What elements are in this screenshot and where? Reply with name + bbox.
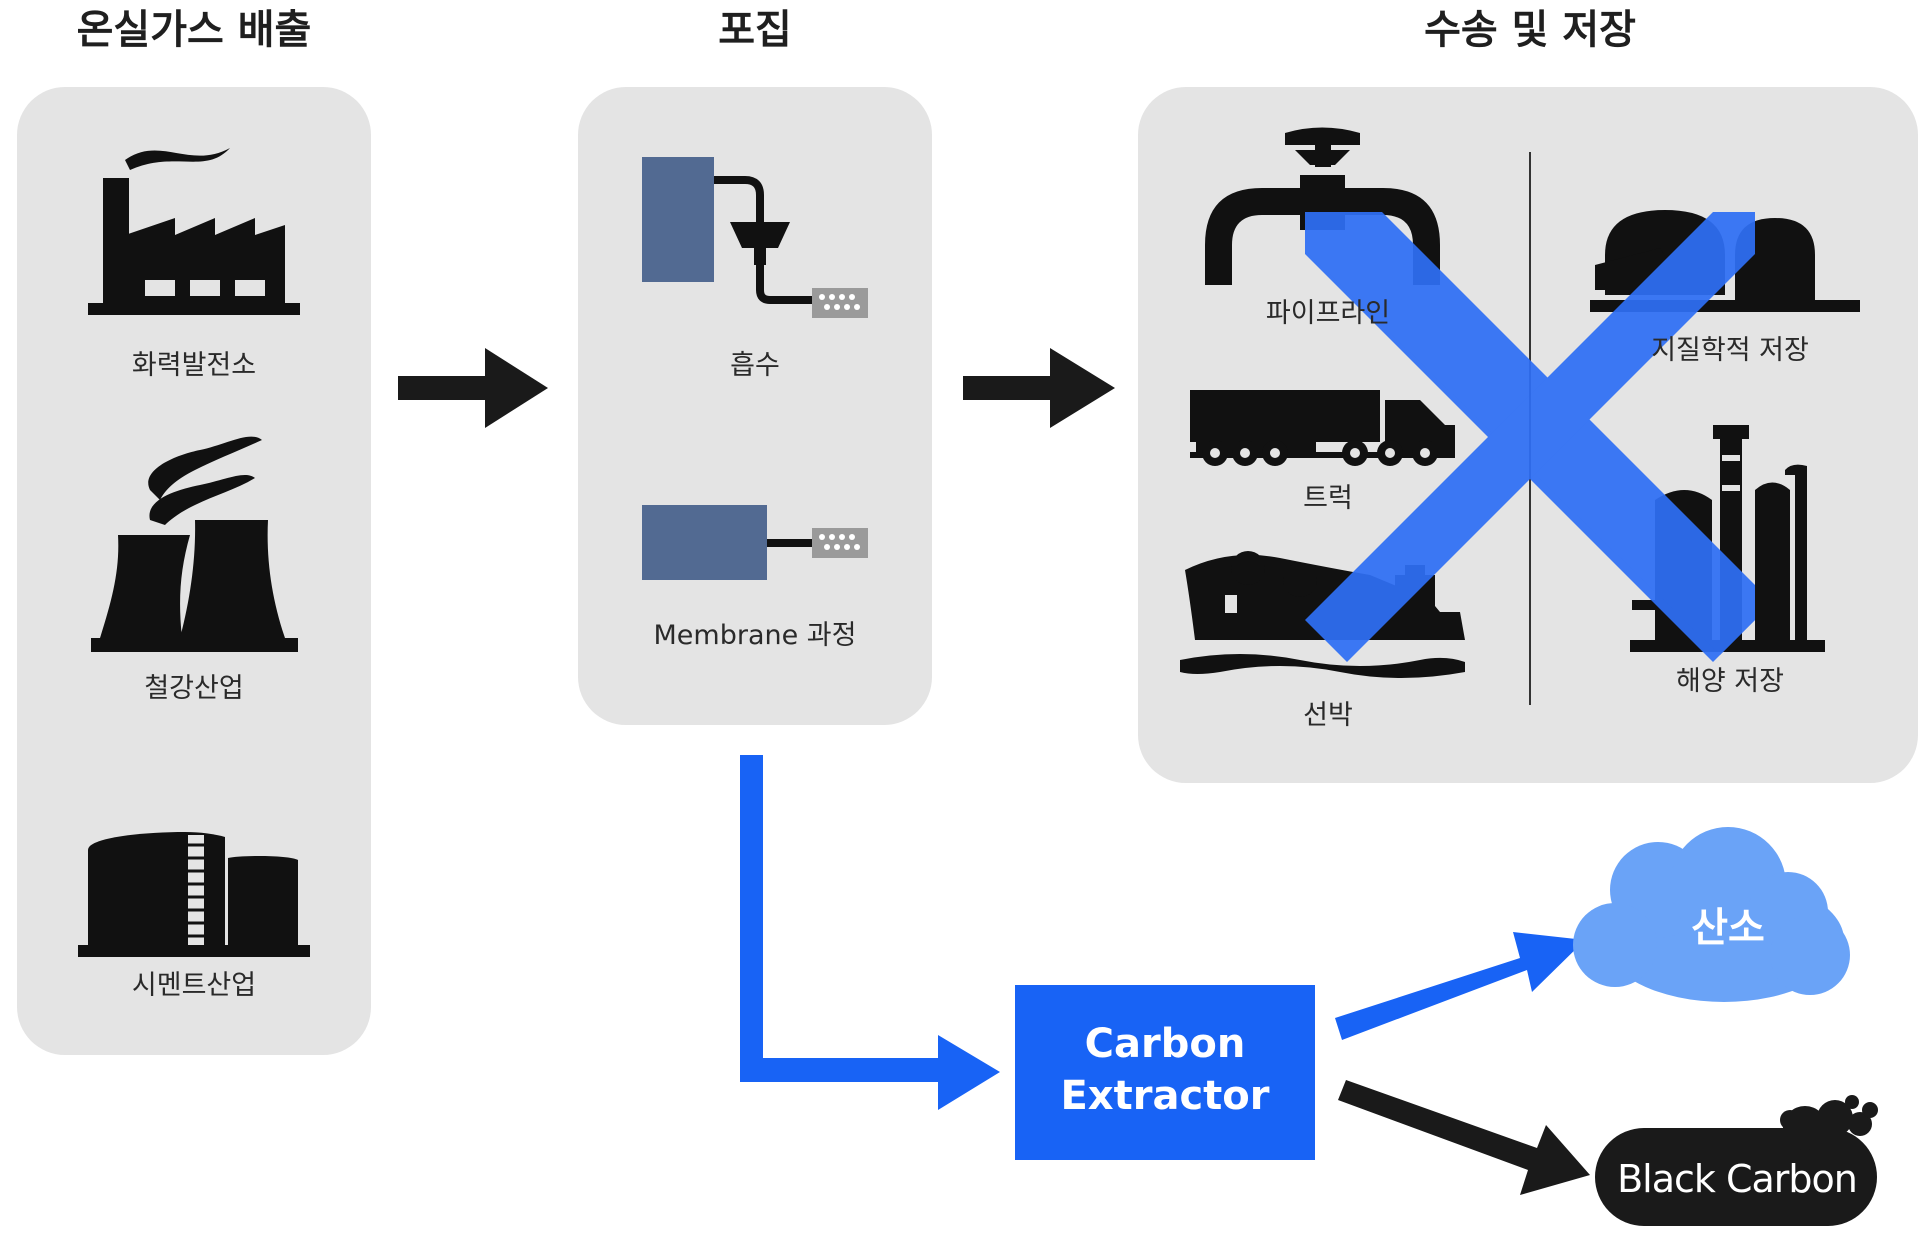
label-absorption: 흡수 xyxy=(730,350,780,381)
arrow-to-black-carbon xyxy=(1338,1080,1590,1195)
label-geological: 지질학적 저장 xyxy=(1651,335,1809,366)
label-oxygen: 산소 xyxy=(1691,905,1765,951)
label-carbon-extractor: Carbon Extractor xyxy=(1015,1018,1315,1122)
label-ship: 선박 xyxy=(1303,700,1353,731)
cross-out-mark xyxy=(1305,212,1755,662)
carbon-extractor-box xyxy=(1015,985,1315,1160)
title-transport: 수송 및 저장 xyxy=(1424,7,1636,53)
arrow-emission-to-capture xyxy=(398,348,548,428)
label-ocean: 해양 저장 xyxy=(1676,666,1784,697)
label-steel: 철강산업 xyxy=(144,673,244,704)
oxygen-cloud xyxy=(1573,827,1850,1002)
arrow-to-oxygen xyxy=(1335,932,1585,1040)
arrow-capture-to-transport xyxy=(963,348,1115,428)
absorption-icon xyxy=(642,157,868,318)
label-pipeline: 파이프라인 xyxy=(1265,298,1391,329)
label-truck: 트럭 xyxy=(1303,483,1353,514)
label-cement: 시멘트산업 xyxy=(131,970,257,1001)
title-emission: 온실가스 배출 xyxy=(76,7,312,53)
label-black-carbon: Black Carbon xyxy=(1617,1157,1858,1201)
label-extractor-line1: Carbon xyxy=(1084,1021,1246,1067)
label-membrane: Membrane 과정 xyxy=(653,620,857,651)
black-carbon-blob xyxy=(1595,1095,1878,1226)
steel-plant-icon xyxy=(91,436,298,652)
power-plant-icon xyxy=(88,148,300,315)
arrow-capture-to-extractor xyxy=(740,755,1000,1110)
truck-icon xyxy=(1190,390,1455,466)
membrane-icon xyxy=(642,505,868,580)
cement-plant-icon xyxy=(78,832,310,957)
label-extractor-line2: Extractor xyxy=(1060,1073,1270,1119)
title-capture: 포집 xyxy=(718,7,792,53)
label-power-plant: 화력발전소 xyxy=(131,350,257,381)
